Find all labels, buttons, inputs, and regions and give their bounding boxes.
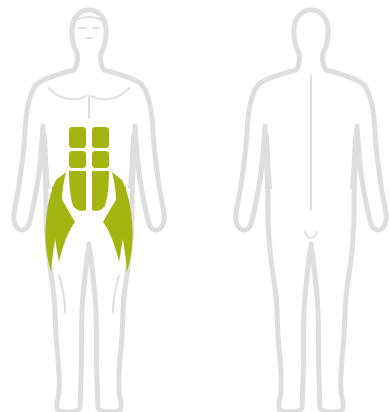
- abs-upper-left: [69, 127, 86, 148]
- abs-middle-right: [92, 151, 109, 168]
- back-body-figure: [236, 10, 386, 412]
- abs-upper-right: [92, 127, 109, 148]
- front-body-figure: [14, 10, 164, 412]
- abs-middle-left: [69, 151, 86, 168]
- front-body-outline: [14, 10, 164, 412]
